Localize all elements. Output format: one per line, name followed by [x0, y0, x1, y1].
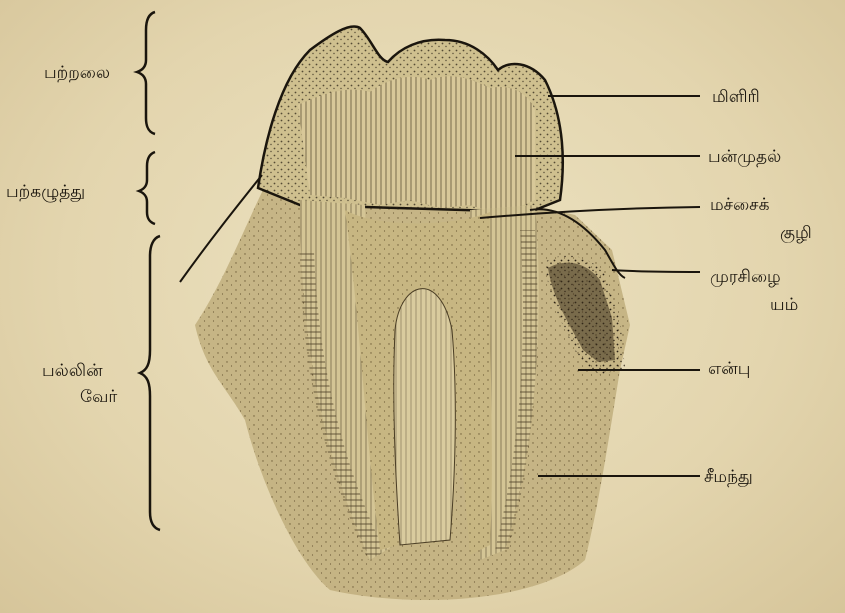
label-pulp-line2: குழி — [780, 222, 812, 244]
label-gum-line1: முரசிழை — [710, 266, 781, 288]
label-root-line2: வேர் — [80, 386, 117, 408]
bracket-root — [140, 236, 160, 530]
label-cement: சீமந்து — [704, 466, 753, 488]
bracket-neck — [139, 152, 155, 224]
label-neck: பற்கழுத்து — [6, 181, 85, 203]
label-pulp-line1: மச்சைக் — [710, 194, 769, 216]
label-bone: என்பு — [708, 358, 750, 380]
label-enamel: மிளிரி — [712, 86, 760, 108]
label-dentine: பன்முதல் — [708, 146, 781, 168]
label-gum-line2: யம் — [770, 294, 798, 316]
pointer-gum — [612, 270, 700, 272]
label-root-line1: பல்லின் — [42, 360, 103, 382]
bracket-crown — [137, 12, 155, 134]
label-crown: பற்றலை — [44, 62, 110, 84]
